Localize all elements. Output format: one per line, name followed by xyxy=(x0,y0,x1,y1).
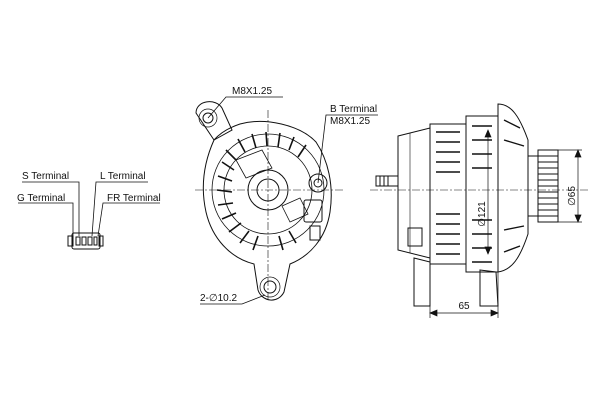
front-view xyxy=(195,101,332,301)
s-terminal-label: S Terminal xyxy=(22,171,69,182)
side-view xyxy=(375,103,559,307)
b-terminal-label: B Terminal xyxy=(330,104,377,115)
front-cooling-fins xyxy=(216,131,307,251)
b-terminal-thread-label: M8X1.25 xyxy=(330,116,370,127)
g-terminal-label: G Terminal xyxy=(17,193,65,204)
front-centerlines xyxy=(195,110,345,300)
fr-terminal-label: FR Terminal xyxy=(107,193,161,204)
l-terminal-label: L Terminal xyxy=(100,171,146,182)
side-cooling-fins xyxy=(436,119,525,263)
front-leaders xyxy=(200,96,378,305)
pulley-dia-label: ∅65 xyxy=(567,186,578,206)
hole-callout-label: 2-∅10.2 xyxy=(200,293,238,304)
length-dim-label: 65 xyxy=(458,301,470,312)
mount-bolt-label: M8X1.25 xyxy=(232,86,272,97)
connector-plug xyxy=(67,232,104,250)
side-dimensions xyxy=(429,129,582,318)
body-dia-label: ∅121 xyxy=(477,201,488,227)
connector-leaders xyxy=(18,181,160,237)
